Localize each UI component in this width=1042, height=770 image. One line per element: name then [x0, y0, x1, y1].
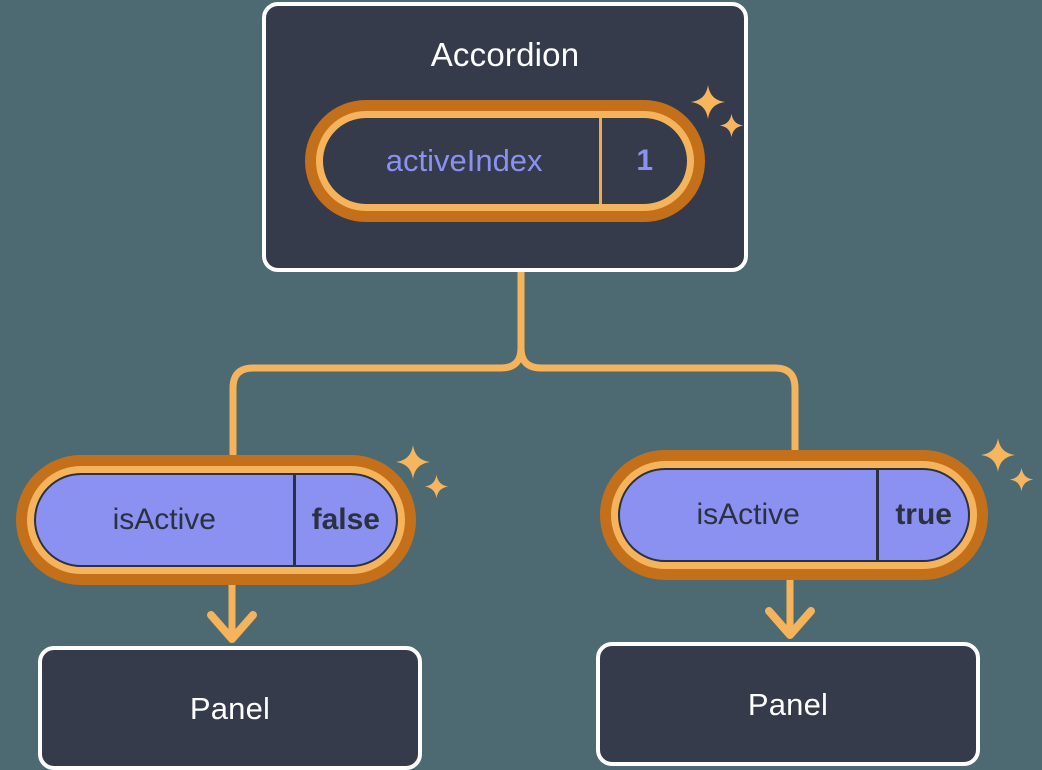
state-pill-ring: isActive true [611, 461, 977, 569]
component-node-panel-right[interactable]: Panel [596, 642, 980, 766]
component-node-panel-left[interactable]: Panel [38, 646, 422, 770]
component-title-accordion: Accordion [430, 36, 580, 73]
state-pill-body: isActive true [618, 468, 970, 562]
state-pill-ring: activeIndex 1 [316, 111, 694, 211]
state-key-active-index: activeIndex [385, 143, 543, 178]
state-pill-ring: isActive false [27, 466, 405, 574]
state-pill-is-active-false[interactable]: isActive false [16, 455, 416, 585]
sparkle-small-icon [1009, 467, 1034, 492]
state-value-is-active: true [876, 470, 968, 560]
component-title-panel-left: Panel [189, 690, 271, 726]
sparkle-small-icon [424, 474, 449, 499]
sparkle-icon [981, 438, 1015, 472]
arrow-down-left-icon [207, 611, 257, 643]
component-title-panel-right: Panel [747, 686, 829, 722]
branch-connector-left-icon [229, 268, 525, 467]
branch-connector-right-icon [517, 268, 799, 467]
state-key-is-active: isActive [112, 503, 216, 536]
arrow-down-right-icon [765, 607, 815, 639]
state-pill-active-index[interactable]: activeIndex 1 [305, 100, 705, 222]
state-pill-body: activeIndex 1 [323, 118, 687, 204]
state-key-is-active: isActive [696, 498, 800, 531]
state-value-active-index: 1 [599, 118, 687, 204]
sparkle-icon [396, 445, 430, 479]
sparkle-group-right [980, 437, 1040, 507]
state-pill-is-active-true[interactable]: isActive true [600, 450, 988, 580]
state-value-is-active: false [292, 475, 396, 565]
state-pill-body: isActive false [34, 473, 398, 567]
